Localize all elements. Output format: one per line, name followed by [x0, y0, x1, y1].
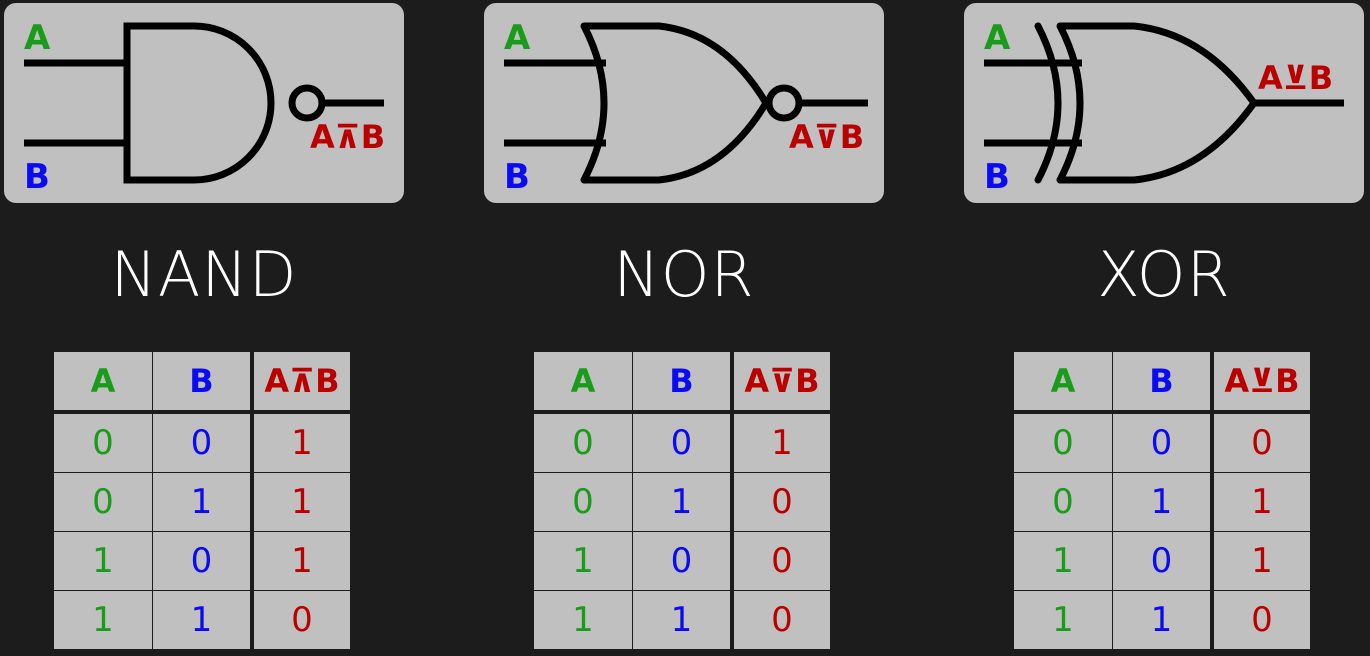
cell-a: 1 [1013, 590, 1113, 650]
nor-gate-panel: A B A⊽B [484, 3, 884, 203]
header-output: A⊼B [250, 351, 351, 414]
nand-output-label: A⊼B [310, 118, 385, 156]
xor-truth-table: A B A⊻B 0 0 0 0 1 1 1 0 1 1 1 0 [1013, 351, 1311, 650]
cell-output: 0 [730, 531, 831, 591]
cell-a: 1 [53, 590, 153, 650]
cell-a: 1 [1013, 531, 1113, 591]
nand-inversion-bubble [288, 84, 326, 122]
cell-a: 0 [1013, 472, 1113, 532]
header-b: B [632, 351, 733, 414]
cell-output: 1 [250, 531, 351, 591]
table-header-row: A B A⊼B [53, 351, 351, 414]
cell-b: 0 [1112, 531, 1213, 591]
xor-gate-body [1056, 22, 1258, 184]
cell-b: 1 [1112, 590, 1213, 650]
nor-output-label: A⊽B [789, 118, 864, 156]
nor-input-b-label: B [504, 157, 530, 197]
cell-b: 0 [632, 411, 733, 473]
cell-b: 0 [632, 531, 733, 591]
cell-b: 1 [632, 590, 733, 650]
nor-title: NOR [613, 238, 755, 311]
header-output: A⊽B [730, 351, 831, 414]
xor-gate-panel: A B A⊻B [964, 3, 1364, 203]
xor-title: XOR [1097, 238, 1231, 311]
cell-b: 1 [632, 472, 733, 532]
nor-truth-table: A B A⊽B 0 0 1 0 1 0 1 0 0 1 1 0 [533, 351, 831, 650]
header-a: A [533, 351, 633, 414]
cell-a: 0 [1013, 411, 1113, 473]
cell-output: 1 [1210, 531, 1311, 591]
cell-a: 0 [53, 411, 153, 473]
header-output: A⊻B [1210, 351, 1311, 414]
table-row: 1 0 1 [53, 531, 351, 591]
table-row: 1 0 1 [1013, 531, 1311, 591]
xor-input-b-label: B [984, 157, 1010, 197]
xor-extra-input-curve [1034, 22, 1062, 184]
nor-gate-body [580, 22, 770, 184]
cell-a: 0 [533, 411, 633, 473]
header-a: A [53, 351, 153, 414]
header-a: A [1013, 351, 1113, 414]
cell-output: 0 [730, 472, 831, 532]
cell-b: 0 [152, 531, 253, 591]
cell-a: 1 [53, 531, 153, 591]
cell-output: 1 [250, 472, 351, 532]
cell-output: 1 [250, 411, 351, 473]
cell-a: 1 [533, 590, 633, 650]
cell-a: 1 [533, 531, 633, 591]
table-header-row: A B A⊽B [533, 351, 831, 414]
nor-inversion-bubble [765, 84, 803, 122]
table-row: 0 1 0 [533, 472, 831, 532]
table-row: 0 1 1 [53, 472, 351, 532]
table-row: 0 1 1 [1013, 472, 1311, 532]
cell-b: 1 [152, 472, 253, 532]
cell-output: 1 [1210, 472, 1311, 532]
cell-output: 1 [730, 411, 831, 473]
cell-output: 0 [730, 590, 831, 650]
table-row: 1 1 0 [533, 590, 831, 650]
cell-a: 0 [533, 472, 633, 532]
nand-gate-body [123, 22, 275, 184]
cell-output: 0 [1210, 590, 1311, 650]
cell-b: 0 [152, 411, 253, 473]
cell-output: 0 [1210, 411, 1311, 473]
nand-input-b-label: B [24, 157, 50, 197]
table-row: 0 0 0 [1013, 411, 1311, 473]
table-row: 1 1 0 [1013, 590, 1311, 650]
xor-input-a-label: A [984, 18, 1011, 58]
xor-output-label: A⊻B [1258, 59, 1333, 97]
nand-title: NAND [110, 238, 298, 311]
table-row: 1 0 0 [533, 531, 831, 591]
header-b: B [152, 351, 253, 414]
cell-b: 0 [1112, 411, 1213, 473]
nand-input-a-label: A [24, 18, 51, 58]
table-row: 0 0 1 [533, 411, 831, 473]
header-b: B [1112, 351, 1213, 414]
nor-input-a-label: A [504, 18, 531, 58]
nand-truth-table: A B A⊼B 0 0 1 0 1 1 1 0 1 1 1 0 [53, 351, 351, 650]
nor-gate-symbol: A B A⊽B [504, 18, 868, 197]
nand-gate-symbol: A B A⊼B [24, 18, 385, 197]
table-row: 1 1 0 [53, 590, 351, 650]
cell-b: 1 [1112, 472, 1213, 532]
cell-output: 0 [250, 590, 351, 650]
xor-gate-symbol: A B A⊻B [984, 18, 1344, 197]
nand-gate-panel: A B A⊼B [4, 3, 404, 203]
table-row: 0 0 1 [53, 411, 351, 473]
table-header-row: A B A⊻B [1013, 351, 1311, 414]
cell-a: 0 [53, 472, 153, 532]
cell-b: 1 [152, 590, 253, 650]
